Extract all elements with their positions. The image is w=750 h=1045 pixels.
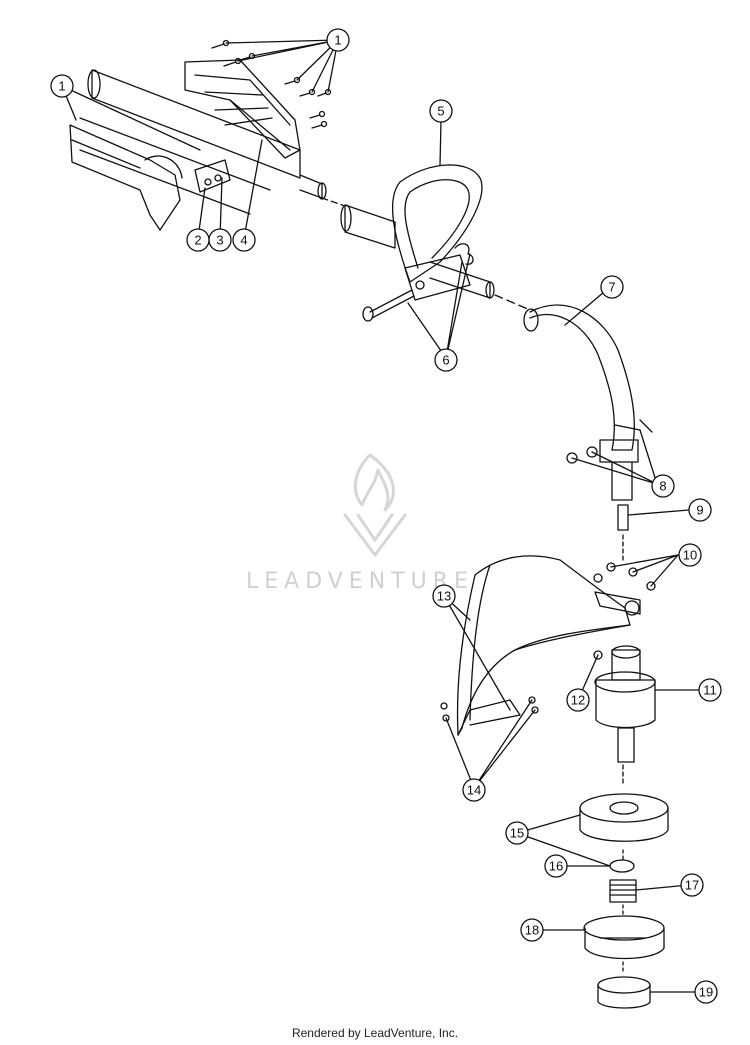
leader-lines	[61, 39, 709, 993]
callout-16: 16	[544, 854, 568, 878]
callout-2: 2	[186, 228, 210, 252]
callout-18: 18	[520, 918, 544, 942]
callout-13: 13	[432, 584, 456, 608]
callout-1b: 1	[50, 74, 74, 98]
drive-shaft-tube	[299, 174, 531, 311]
callout-7: 7	[600, 275, 624, 299]
callout-19: 19	[694, 980, 718, 1004]
trimmer-guard	[440, 555, 656, 736]
callout-14: 14	[462, 778, 486, 802]
svg-text:4: 4	[240, 233, 247, 248]
callouts: 1 1 2 3 4 5 6 7 8 9 10 11 12 13 14 15 16…	[50, 28, 722, 1004]
svg-text:13: 13	[437, 589, 451, 604]
svg-text:9: 9	[696, 503, 703, 518]
callout-15: 15	[505, 821, 529, 845]
callout-12: 12	[566, 688, 590, 712]
svg-text:1: 1	[58, 79, 65, 94]
callout-3: 3	[208, 228, 232, 252]
gear-head	[593, 645, 656, 786]
handle-housing	[69, 39, 332, 231]
callout-1a: 1	[326, 28, 350, 52]
callout-17: 17	[680, 873, 704, 897]
trimmer-head	[579, 793, 669, 1009]
svg-text:10: 10	[683, 548, 697, 563]
watermark-text: LEADVENTURE	[246, 569, 474, 594]
svg-text:2: 2	[194, 233, 201, 248]
svg-text:7: 7	[608, 280, 615, 295]
watermark-logo	[343, 453, 407, 557]
lower-bent-tube	[523, 304, 653, 501]
svg-text:19: 19	[699, 985, 713, 1000]
svg-text:8: 8	[659, 479, 666, 494]
callout-10: 10	[678, 543, 702, 567]
loop-handle	[362, 164, 483, 322]
callout-4: 4	[232, 228, 256, 252]
svg-text:16: 16	[549, 859, 563, 874]
svg-text:12: 12	[571, 693, 585, 708]
svg-text:5: 5	[437, 104, 444, 119]
svg-text:1: 1	[334, 33, 341, 48]
footer-credit: Rendered by LeadVenture, Inc.	[291, 1026, 459, 1040]
svg-text:6: 6	[442, 353, 449, 368]
shaft-coupler	[617, 504, 629, 561]
svg-text:17: 17	[685, 878, 699, 893]
callout-11: 11	[698, 678, 722, 702]
callout-6: 6	[434, 348, 458, 372]
callout-8: 8	[651, 474, 675, 498]
callout-5: 5	[429, 99, 453, 123]
svg-text:15: 15	[510, 826, 524, 841]
svg-text:14: 14	[467, 783, 481, 798]
callout-9: 9	[688, 498, 712, 522]
svg-text:18: 18	[525, 923, 539, 938]
svg-text:3: 3	[216, 233, 223, 248]
svg-text:11: 11	[703, 683, 717, 698]
